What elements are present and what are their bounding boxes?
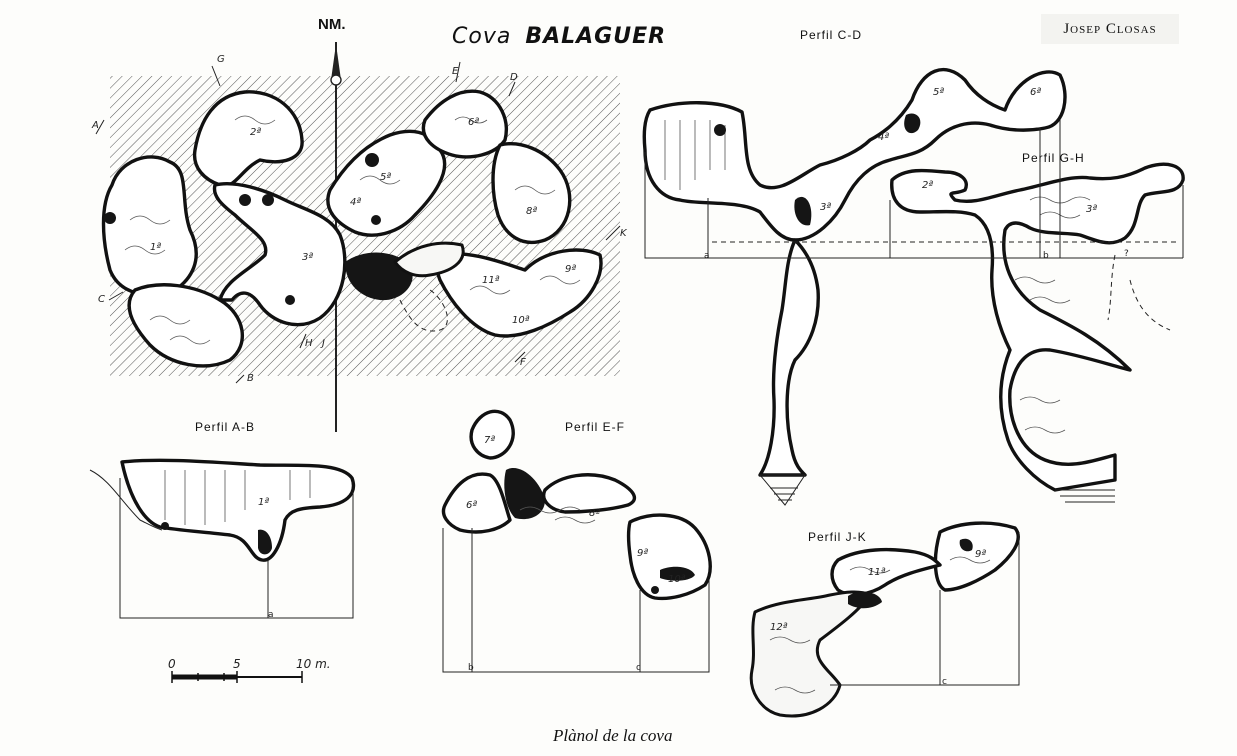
profile-ab <box>89 458 356 619</box>
profile-cd-outline <box>642 68 1067 242</box>
ef-mark-c: c <box>636 663 641 673</box>
scale-label-5: 5 <box>233 657 241 671</box>
passage-2-3-outline <box>212 182 347 327</box>
ef-label-6: 6ª <box>466 500 477 511</box>
cd-label-4: 4ª <box>878 132 889 143</box>
gh-mark-b: b <box>1043 251 1049 261</box>
chamber-label-9: 9ª <box>565 264 576 275</box>
map-title: Cova BALAGUER <box>452 24 666 49</box>
scale-bar <box>171 671 303 683</box>
ef-label-9: 9ª <box>637 548 648 559</box>
cd-mark-a: a <box>704 251 710 261</box>
cd-label-5: 5ª <box>933 87 944 98</box>
chamber-label-2: 2ª <box>250 127 261 138</box>
profile-jk <box>749 521 1020 718</box>
plan-point-h: H <box>305 338 313 349</box>
plan-floor-texture <box>124 115 581 345</box>
chamber-8-outline <box>491 142 572 245</box>
chamber-label-10: 10ª <box>512 315 530 326</box>
profile-cd-label: Perfil C-D <box>800 28 863 42</box>
ef-label-7: 7ª <box>484 435 495 446</box>
ef-label-10: 10ª <box>668 574 686 585</box>
profile-cd-gh <box>642 68 1185 506</box>
profile-gh-outline <box>890 162 1185 492</box>
gh-mark-q: ? <box>1124 249 1129 259</box>
chamber-label-3: 3ª <box>302 252 313 263</box>
ab-mark-a: a <box>268 610 274 620</box>
chamber-12-profile-outline <box>749 590 872 718</box>
plan-point-c: C <box>98 294 105 305</box>
plan-point-k: K <box>620 228 628 239</box>
north-arrow-icon <box>331 44 341 80</box>
jk-label-11: 11ª <box>868 567 886 578</box>
passage-3-11-outline <box>393 241 465 278</box>
plan-point-d: D <box>510 72 518 83</box>
chamber-9-11-outline <box>435 248 603 338</box>
chamber-1b-outline <box>127 283 245 368</box>
jk-label-12: 12ª <box>770 622 788 633</box>
profile-jk-upper-outline <box>933 521 1020 592</box>
gh-label-2: 2ª <box>922 180 933 191</box>
profile-ef-label: Perfil E-F <box>565 420 626 434</box>
plan-view <box>95 42 621 432</box>
chamber-label-4: 4ª <box>350 197 361 208</box>
chamber-7-outline <box>469 409 515 460</box>
chamber-label-5: 5ª <box>380 172 391 183</box>
profile-ef <box>441 409 712 673</box>
plan-point-a: A <box>91 120 99 131</box>
ef-mark-b: b <box>468 663 474 673</box>
jk-mark-c: c <box>942 677 947 687</box>
scale-label-10: 10 m. <box>296 657 331 671</box>
chamber-6-profile-outline <box>441 472 512 534</box>
plan-point-b: B <box>247 373 254 384</box>
plan-point-g: G <box>217 54 225 65</box>
jk-label-9: 9ª <box>975 549 986 560</box>
chamber-6-outline <box>421 89 508 159</box>
ef-label-8: 8ª <box>589 508 600 519</box>
gh-label-3: 3ª <box>1086 204 1097 215</box>
figure-caption: Plànol de la cova <box>553 726 673 745</box>
north-label: NM. <box>318 16 346 33</box>
chamber-label-6: 6ª <box>468 117 479 128</box>
profile-ab-outline <box>120 458 356 562</box>
cd-label-3: 3ª <box>820 202 831 213</box>
ab-label-1: 1ª <box>258 497 269 508</box>
profile-ab-label: Perfil A-B <box>195 420 256 434</box>
chamber-label-8: 8ª <box>526 206 537 217</box>
profile-gh-label: Perfil G-H <box>1022 151 1085 165</box>
chamber-label-1: 1ª <box>150 242 161 253</box>
map-title-prefix: Cova <box>452 24 512 49</box>
chamber-label-11: 11ª <box>482 275 500 286</box>
plan-point-f: F <box>520 357 526 368</box>
profile-jk-label: Perfil J-K <box>808 530 867 544</box>
chamber-8-profile-outline <box>542 473 637 514</box>
cd-label-6: 6ª <box>1030 87 1041 98</box>
scale-label-0: 0 <box>168 657 176 671</box>
shaft-cd-outline <box>758 238 820 477</box>
author-label: Josep Closas <box>1041 14 1179 44</box>
plan-point-j: J <box>320 338 325 349</box>
map-title-name: BALAGUER <box>525 24 667 49</box>
chamber-1-outline <box>101 155 198 297</box>
plan-point-e: E <box>452 66 459 77</box>
